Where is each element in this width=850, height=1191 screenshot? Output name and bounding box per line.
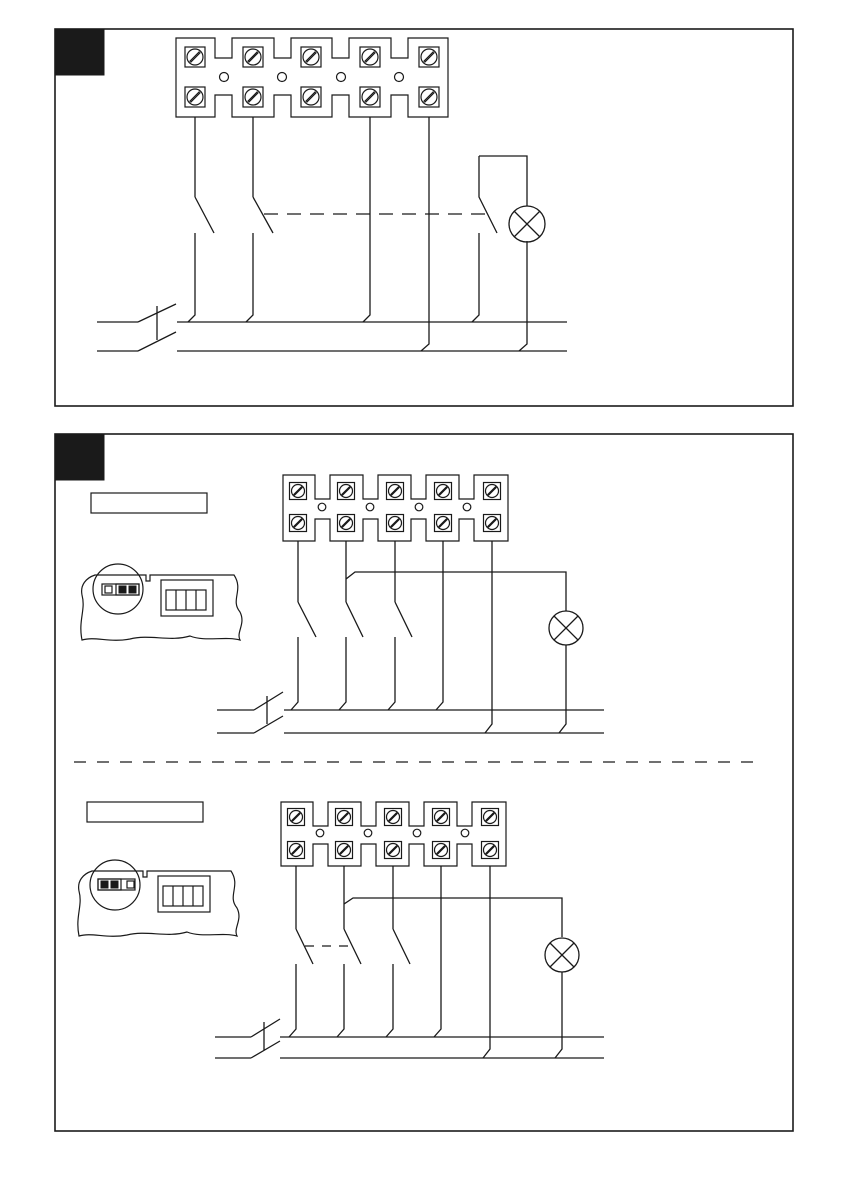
screw-terminal-icon (338, 515, 355, 532)
mounting-hole (415, 503, 423, 511)
mounting-hole (395, 73, 404, 82)
screw-terminal-icon (288, 842, 305, 859)
screw-terminal-icon (185, 47, 205, 67)
screw-terminal-icon (301, 47, 321, 67)
screw-terminal-icon (360, 87, 380, 107)
mounting-hole (337, 73, 346, 82)
screw-terminal-icon (290, 515, 307, 532)
panel-2 (55, 434, 793, 1131)
panel-2-upper-lamp-return (559, 645, 566, 733)
panel-2-upper-main-switch (254, 692, 283, 733)
screw-terminal-icon (185, 87, 205, 107)
panel-2-upper (81, 475, 604, 733)
panel-2-upper-wire-1 (291, 541, 316, 710)
panel-2-lower-main-switch (251, 1019, 280, 1058)
label-box-lower (87, 802, 203, 822)
panel-2-lower-wire-3 (386, 866, 410, 1037)
panel-2-upper-wire-3 (388, 541, 412, 710)
screw-terminal-icon (435, 483, 452, 500)
lamp-icon (549, 611, 583, 645)
panel-1-wire-1 (188, 117, 214, 322)
mounting-hole (463, 503, 471, 511)
panel-2-lower (78, 802, 604, 1058)
label-box-upper (91, 493, 207, 513)
panel-2-upper-wire-2 (339, 541, 566, 710)
panel-2-upper-wire-4 (436, 541, 443, 710)
panel-2-upper-wire-5 (485, 541, 492, 733)
jumper-icon (98, 879, 135, 890)
screw-terminal-icon (243, 47, 263, 67)
panel-2-marker (55, 434, 104, 480)
screw-terminal-icon (484, 515, 501, 532)
screw-terminal-icon (433, 809, 450, 826)
mounting-hole (364, 829, 372, 837)
screw-terminal-icon (243, 87, 263, 107)
screw-terminal-icon (387, 483, 404, 500)
screw-terminal-icon (482, 842, 499, 859)
panel-1-frame (55, 29, 793, 406)
mounting-hole (318, 503, 326, 511)
lamp-icon (545, 938, 579, 972)
panel-2-lower-wire-5 (483, 866, 490, 1058)
screw-terminal-icon (360, 47, 380, 67)
mounting-hole (413, 829, 421, 837)
screw-terminal-icon (336, 809, 353, 826)
mounting-hole (278, 73, 287, 82)
mounting-hole (366, 503, 374, 511)
screw-terminal-icon (385, 842, 402, 859)
screw-terminal-icon (482, 809, 499, 826)
dip-switch-icon (161, 580, 213, 616)
mounting-hole (316, 829, 324, 837)
panel-2-lower-lamp-return (555, 972, 562, 1058)
panel-1 (55, 29, 793, 406)
screw-terminal-icon (435, 515, 452, 532)
screw-terminal-icon (301, 87, 321, 107)
panel-1-marker (55, 29, 104, 75)
panel-2-frame (55, 434, 793, 1131)
dip-switch-icon (158, 876, 210, 912)
screw-terminal-icon (288, 809, 305, 826)
panel-1-wire-3 (363, 117, 370, 322)
panel-2-lower-wire-1 (289, 866, 313, 1037)
screw-terminal-icon (433, 842, 450, 859)
jumper-icon (102, 584, 139, 595)
panel-2-lower-wire-2 (337, 866, 562, 1037)
screw-terminal-icon (385, 809, 402, 826)
screw-terminal-icon (290, 483, 307, 500)
panel-1-main-switch (138, 304, 176, 351)
screw-terminal-icon (484, 483, 501, 500)
screw-terminal-icon (419, 87, 439, 107)
panel-1-wire-4 (421, 117, 429, 351)
panel-1-wire-2 (246, 117, 273, 322)
screw-terminal-icon (419, 47, 439, 67)
screw-terminal-icon (338, 483, 355, 500)
mounting-hole (220, 73, 229, 82)
screw-terminal-icon (387, 515, 404, 532)
panel-2-lower-wire-4 (434, 866, 441, 1037)
screw-terminal-icon (336, 842, 353, 859)
lamp-icon (509, 206, 545, 242)
mounting-hole (461, 829, 469, 837)
